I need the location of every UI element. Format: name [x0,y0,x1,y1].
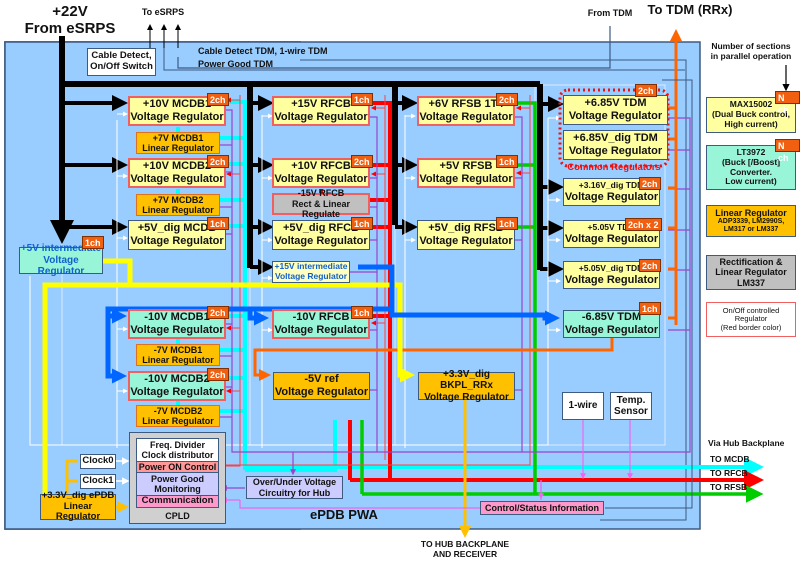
clock0-box: Clock0 [80,454,116,469]
cable-detect-tdm-line [177,26,611,69]
badge-316vdig-tdm: 2ch [639,177,661,190]
badge-5vdig-mcdb: 1ch [207,217,229,230]
cable-detect-box: Cable Detect,On/Off Switch [87,48,156,76]
clock1-box: Clock1 [80,474,116,489]
badge-505v-tdm: 2ch x 2 [625,218,662,231]
legend-lt3972-badge: N ch [775,139,800,163]
badge-505vdig-tdm: 2ch [639,259,661,272]
to-rfsb-label: TO RFSB [710,482,748,492]
board-name-label: ePDB PWA [310,507,378,522]
badge-m10v-mcdb2: 2ch [207,368,229,381]
common-regulators-label: Common Regulators [567,162,661,173]
badge-5vdig-rfsb: 1ch [496,217,518,230]
temp-sensor-box: Temp.Sensor [610,392,652,420]
power-good-tdm-right [300,59,687,521]
control-status-box: Control/Status Information [480,501,604,515]
badge-10v-mcdb1: 2ch [207,93,229,106]
badge-10v-mcdb2: 2ch [207,155,229,168]
badge-5v-intermediate: 1ch [82,236,104,249]
from-tdm-label: From TDM [587,8,633,18]
legend-lt3972: LT3972(Buck [/Boost]Converter.Low curren… [706,145,796,190]
to-esrps-label: To eSRPS [141,7,185,17]
cpld-label: CPLD [165,511,190,521]
badge-m685v-tdm: 1ch [639,302,661,315]
cpld-power-on-control: Power ON Control [136,461,219,473]
badge-15v-rfcb: 1ch [351,93,373,106]
badge-m10v-rfcb: 1ch [351,306,373,319]
badge-m10v-mcdb1: 2ch [207,306,229,319]
via-hub-label: Via Hub Backplane [708,438,785,448]
badge-5v-rfsb: 1ch [496,155,518,168]
power-good-tdm-label: Power Good TDM [198,59,273,69]
badge-5vdig-rfcb: 1ch [351,217,373,230]
badge-10v-rfcb: 2ch [351,155,373,168]
legend-max15002: MAX15002(Dual Buck control,High current) [706,97,796,133]
to-mcdb-label: TO MCDB [710,454,750,464]
one-wire-box: 1-wire [562,392,604,420]
badge-685v-tdm: 2ch [635,84,657,97]
badge-6v-rfsb: 2ch [496,93,518,106]
to-rfcb-label: TO RFCB [710,468,748,478]
common-regulators-outline [558,88,670,168]
to-tdm-label: To TDM (RRx) [647,2,733,17]
legend-max15002-badge: N ch [775,91,800,115]
cpld-communication: Communication [136,495,219,508]
cable-detect-tdm-label: Cable Detect TDM, 1-wire TDM [198,46,328,56]
